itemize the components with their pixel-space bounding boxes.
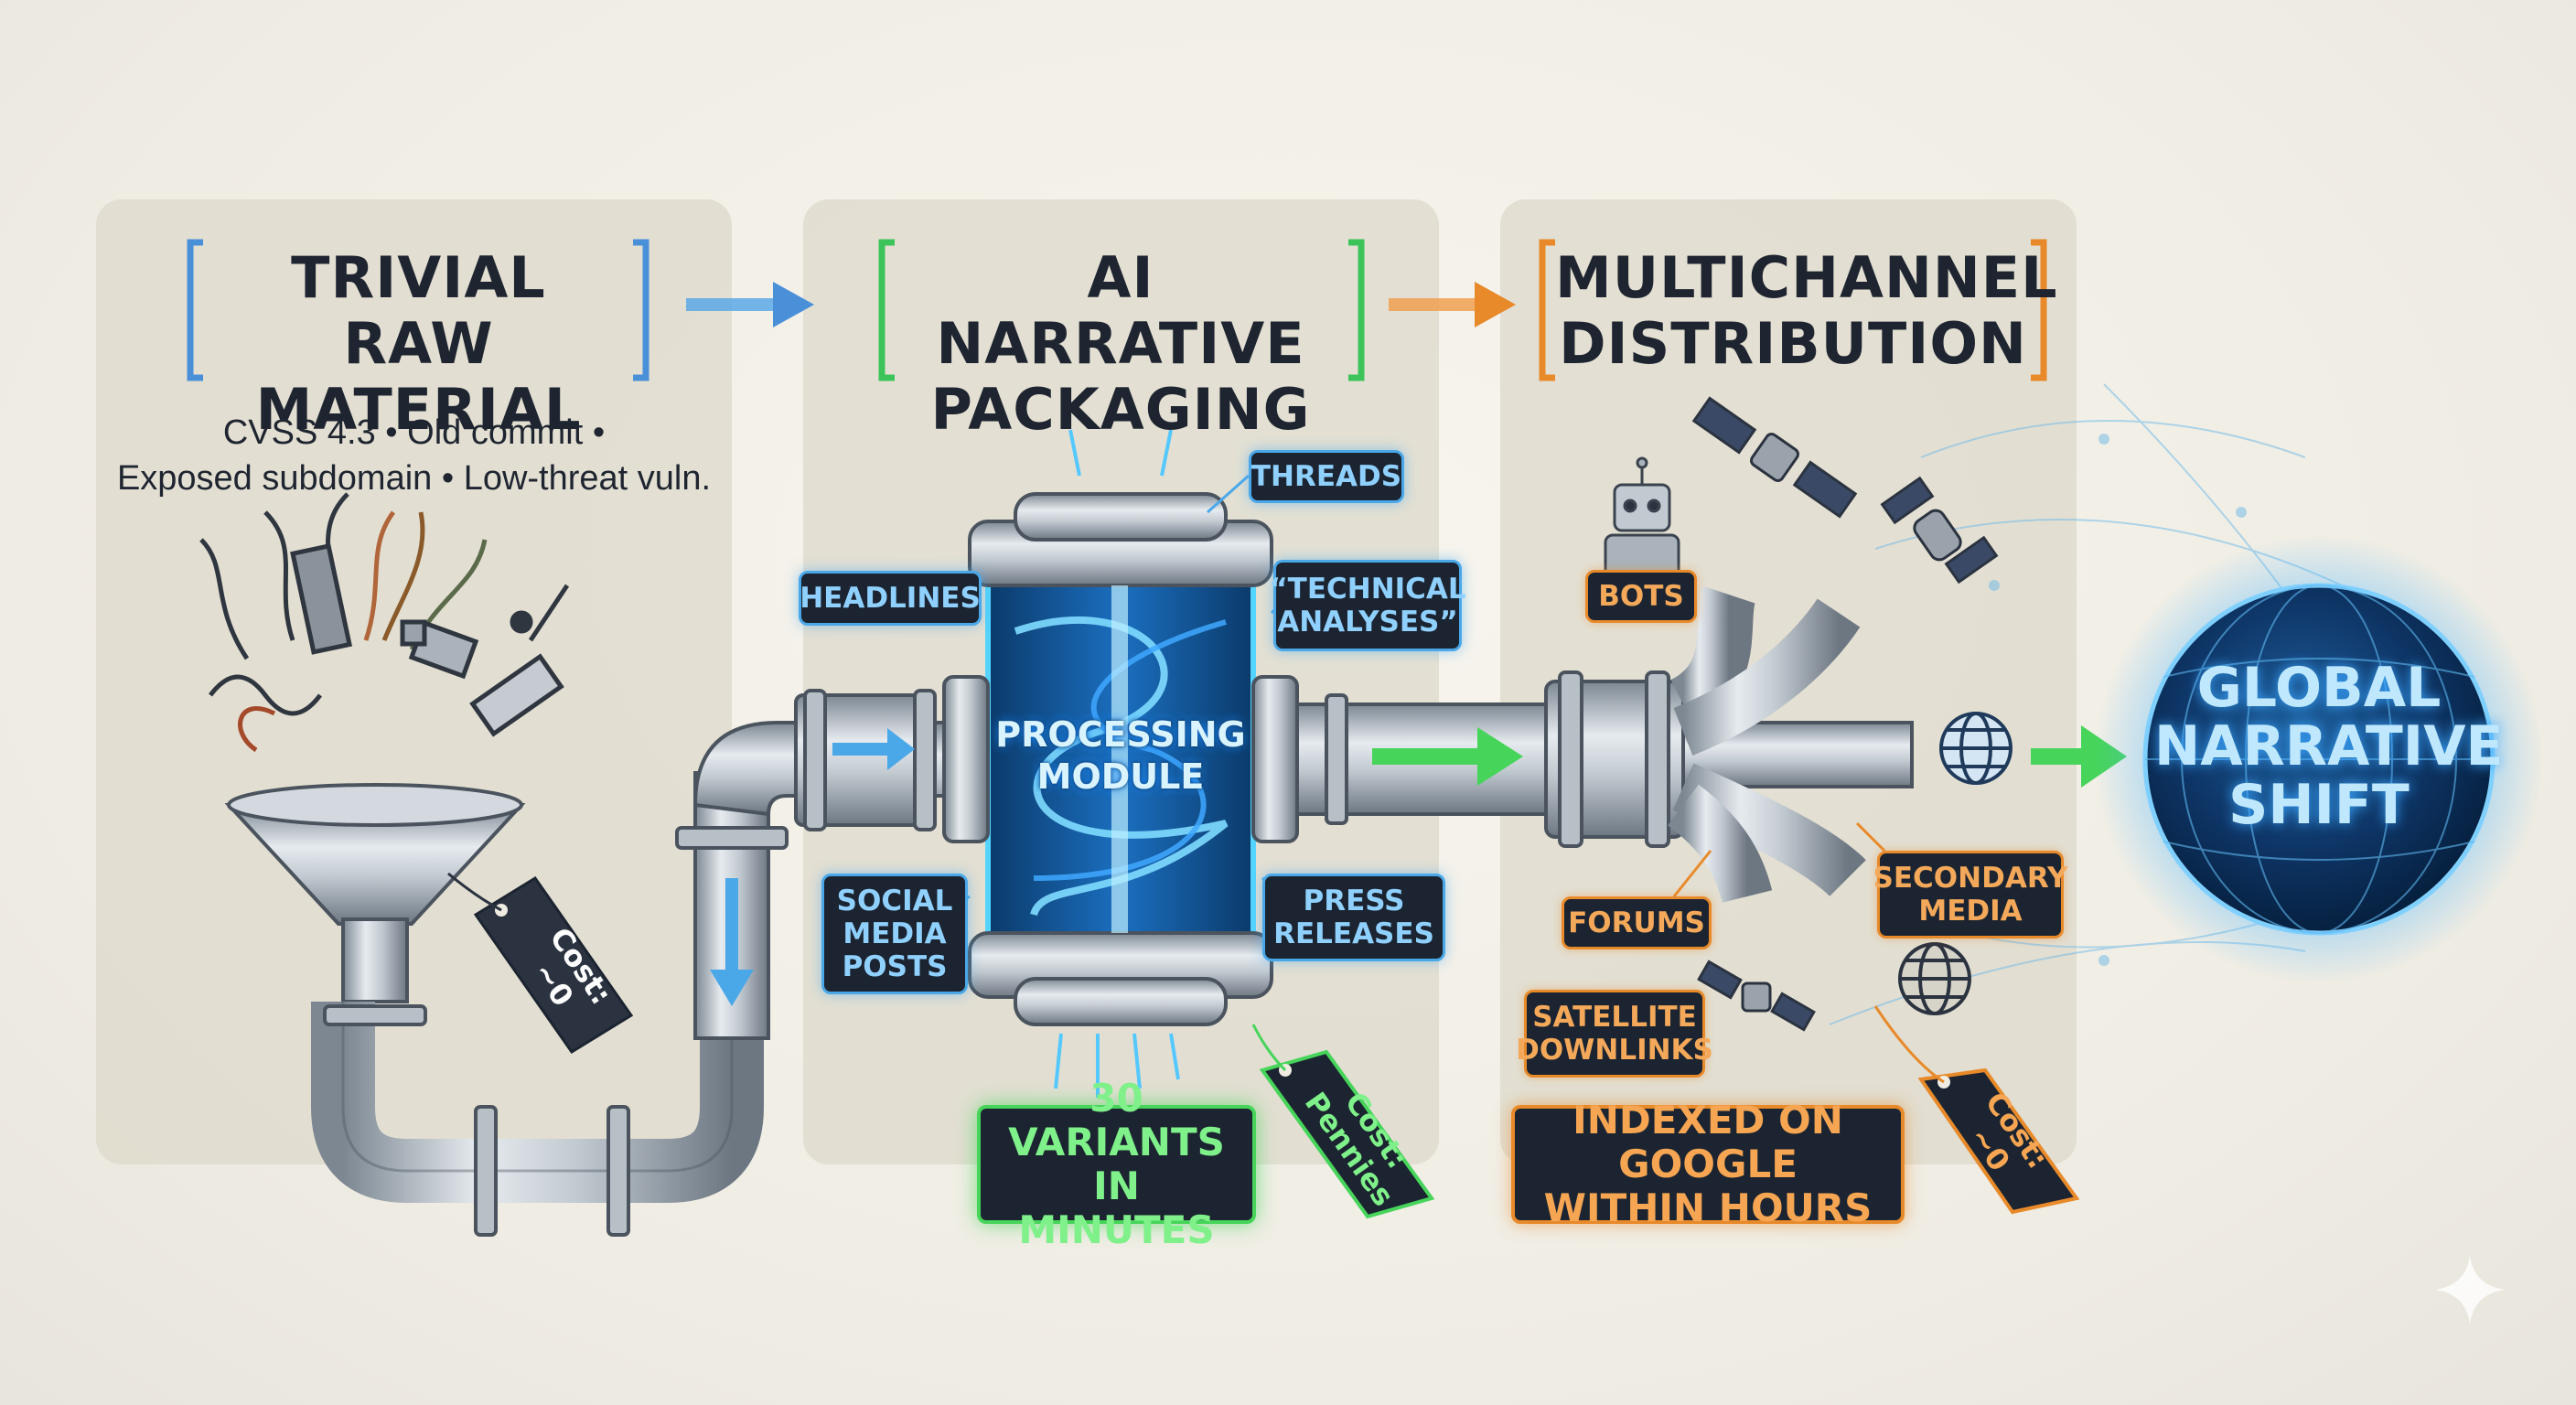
callout-indexed-on-google: INDEXED ON GOOGLE WITHIN HOURS xyxy=(1511,1099,1905,1230)
label-text: POSTS xyxy=(842,950,948,983)
processing-line: PROCESSING xyxy=(995,714,1246,755)
label-text: HEADLINES xyxy=(800,582,981,615)
label-text: THREADS xyxy=(1250,460,1402,493)
processing-module-label: PROCESSING MODULE xyxy=(988,713,1253,798)
arrow-right-icon xyxy=(686,282,1516,327)
flow-arrow-icon xyxy=(710,728,915,1006)
processing-line: MODULE xyxy=(1036,756,1205,797)
callout-text: IN MINUTES xyxy=(1018,1164,1215,1252)
globe-line: NARRATIVE xyxy=(2154,714,2504,778)
label-text: SECONDARY xyxy=(1873,862,2068,895)
label-threads: THREADS xyxy=(1249,450,1404,503)
stage-subtitle-raw-material: CVSS 4.3 • Old commit • Exposed subdomai… xyxy=(96,410,732,501)
scrap-pile xyxy=(199,492,570,753)
label-press-releases: PRESS RELEASES xyxy=(1262,874,1445,961)
bracket-icon xyxy=(187,239,2047,381)
price-tag-icon xyxy=(447,872,634,1055)
globe-line: SHIFT xyxy=(2228,773,2410,837)
label-connectors xyxy=(1672,821,1886,897)
label-text: “TECHNICAL xyxy=(1269,573,1466,606)
globe-line: GLOBAL xyxy=(2196,656,2442,720)
global-narrative-shift-label: GLOBAL NARRATIVE SHIFT xyxy=(2154,656,2504,837)
stage-title-line: PACKAGING xyxy=(930,376,1311,443)
price-tag-icon xyxy=(1873,1005,2080,1215)
sparkle-icon xyxy=(2435,1255,2505,1325)
pipe-icon xyxy=(1295,585,1914,904)
stage-title-line: MATERIAL xyxy=(255,376,582,443)
label-text: MEDIA xyxy=(843,917,947,950)
global-globe-icon xyxy=(2095,535,2543,983)
globe-icon xyxy=(1939,712,2012,785)
satellite-icon xyxy=(1691,396,1999,1032)
stage-title-distribution: MULTICHANNEL DISTRIBUTION xyxy=(1555,244,2058,377)
stage-title-raw-material: TRIVIAL RAW MATERIAL xyxy=(206,245,631,443)
stage-title-line: MULTICHANNEL xyxy=(1555,244,2058,311)
label-text: PRESS xyxy=(1303,885,1405,917)
callout-30-variants: 30 VARIANTS IN MINUTES xyxy=(977,1077,1256,1252)
robot-icon xyxy=(1604,456,1680,583)
label-text: RELEASES xyxy=(1273,917,1434,950)
label-text: SATELLITE xyxy=(1532,1001,1697,1034)
label-text: FORUMS xyxy=(1568,906,1705,939)
label-bots: BOTS xyxy=(1585,570,1697,623)
label-text: BOTS xyxy=(1598,580,1684,613)
pipe-icon xyxy=(311,689,971,1237)
label-text: SOCIAL xyxy=(836,885,953,917)
stage-panel-raw-material xyxy=(96,199,732,1164)
label-satellite-downlinks: SATELLITE DOWNLINKS xyxy=(1516,990,1713,1078)
stage-title-ai-packaging: AI NARRATIVE PACKAGING xyxy=(896,245,1345,443)
callout-text: INDEXED ON GOOGLE xyxy=(1572,1098,1843,1186)
label-social-media-posts: SOCIAL MEDIA POSTS xyxy=(821,874,968,994)
label-forums: FORUMS xyxy=(1562,896,1712,949)
label-text: DOWNLINKS xyxy=(1516,1034,1713,1067)
stage-title-line: DISTRIBUTION xyxy=(1559,310,2027,377)
globe-icon xyxy=(1898,942,1971,1015)
callout-text: 30 VARIANTS xyxy=(1008,1076,1225,1164)
processing-module xyxy=(942,429,1299,1098)
label-headlines: HEADLINES xyxy=(799,571,982,626)
stage-title-line: TRIVIAL RAW xyxy=(291,244,546,377)
label-text: MEDIA xyxy=(1918,895,2023,928)
funnel-icon xyxy=(224,783,526,1003)
callout-text: WITHIN HOURS xyxy=(1543,1185,1873,1230)
price-tag-icon xyxy=(1251,1024,1435,1219)
stage-title-line: AI NARRATIVE xyxy=(936,244,1305,377)
label-technical-analyses: “TECHNICAL ANALYSES” xyxy=(1269,560,1466,651)
label-text: ANALYSES” xyxy=(1277,606,1458,638)
label-secondary-media: SECONDARY MEDIA xyxy=(1873,851,2067,938)
subtitle-line: Exposed subdomain • Low-threat vuln. xyxy=(116,459,712,498)
subtitle-line: CVSS 4.3 • Old commit • xyxy=(222,413,606,452)
